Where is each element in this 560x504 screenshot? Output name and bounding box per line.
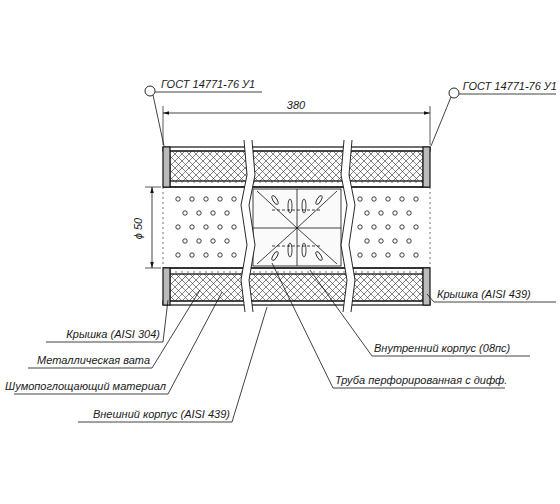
perforation-hole: [190, 197, 194, 201]
wool-bottom: [170, 268, 423, 274]
part-label: Крышка (AISI 439): [436, 288, 532, 301]
perforation-hole: [386, 253, 390, 257]
leader-lines: [14, 263, 556, 422]
perforation-hole: [197, 211, 201, 215]
end-cap-left: [163, 147, 170, 305]
perforation-hole: [204, 225, 208, 229]
perforation-hole: [232, 225, 236, 229]
perforation-hole: [218, 253, 222, 257]
perforation-hole: [204, 197, 208, 201]
perforation-hole: [176, 225, 180, 229]
perforation-hole: [218, 225, 222, 229]
perforation-hole: [176, 253, 180, 257]
weld-note: ГОСТ 14771-76 У1: [462, 80, 558, 93]
perforation-hole: [176, 197, 180, 201]
part-label: Труба перфорированная с дифф.: [334, 374, 508, 387]
break-line: [341, 140, 355, 312]
perforation-hole: [183, 211, 187, 215]
weld-symbol: [449, 88, 459, 98]
dimension-line: [152, 187, 153, 268]
perforation-hole: [379, 239, 383, 243]
dimension-line: [163, 113, 430, 114]
perforation-hole: [386, 225, 390, 229]
leader-line: [153, 92, 262, 146]
perforation-hole: [365, 211, 369, 215]
break-gap: [241, 140, 255, 312]
part-label: Крышка (AISI 304): [65, 328, 161, 341]
end-cap-right: [423, 147, 430, 305]
weld-symbol: [145, 86, 155, 96]
perforation-hole: [211, 239, 215, 243]
pipe-wall: [163, 186, 430, 188]
pipe-end: [163, 187, 430, 268]
perforation-hole: [183, 239, 187, 243]
part-label: Металлическая вата: [36, 354, 151, 367]
perforation-hole: [372, 253, 376, 257]
perforation-hole: [407, 211, 411, 215]
insulation-bottom: [170, 274, 423, 301]
perforation-hole: [225, 239, 229, 243]
perforation: [176, 197, 418, 257]
perforation-hole: [358, 225, 362, 229]
dimension-value: ϕ 50: [132, 216, 145, 239]
perforation-hole: [393, 239, 397, 243]
perforation-hole: [365, 239, 369, 243]
part-label: Внутренний корпус (08пс): [373, 342, 511, 355]
part-label: Шумопоглощающий материал: [4, 380, 167, 393]
perforation-hole: [358, 253, 362, 257]
perforation-hole: [211, 211, 215, 215]
perforation-hole: [386, 197, 390, 201]
perforation-hole: [414, 197, 418, 201]
perforation-hole: [358, 197, 362, 201]
perforation-hole: [379, 211, 383, 215]
perforation-hole: [400, 253, 404, 257]
perforation-hole: [218, 197, 222, 201]
perforation-hole: [407, 239, 411, 243]
part-label: Внешний корпус (AISI 439): [92, 408, 231, 421]
outer-shell-top: [163, 147, 430, 151]
wool-top: [170, 181, 423, 187]
insulation-top: [170, 151, 423, 181]
perforation-hole: [225, 211, 229, 215]
perforation-hole: [400, 197, 404, 201]
perforation-hole: [190, 253, 194, 257]
perforation-hole: [232, 197, 236, 201]
perforation-hole: [197, 239, 201, 243]
perforation-hole: [190, 225, 194, 229]
break-line: [241, 140, 255, 312]
pipe-wall: [163, 267, 430, 269]
perforation-hole: [372, 225, 376, 229]
perforation-hole: [372, 197, 376, 201]
weld-note: ГОСТ 14771-76 У1: [160, 78, 256, 91]
perforation-hole: [204, 253, 208, 257]
extension-line: [145, 187, 161, 268]
outer-shell-bottom: [163, 301, 430, 305]
perforation-hole: [414, 253, 418, 257]
perforation-hole: [400, 225, 404, 229]
perforation-hole: [393, 211, 397, 215]
perforation-hole: [232, 253, 236, 257]
leader-line: [431, 94, 556, 146]
break-gap: [341, 140, 355, 312]
dimension-value: 380: [286, 99, 306, 112]
perforation-hole: [414, 225, 418, 229]
diffuser: [253, 189, 341, 266]
